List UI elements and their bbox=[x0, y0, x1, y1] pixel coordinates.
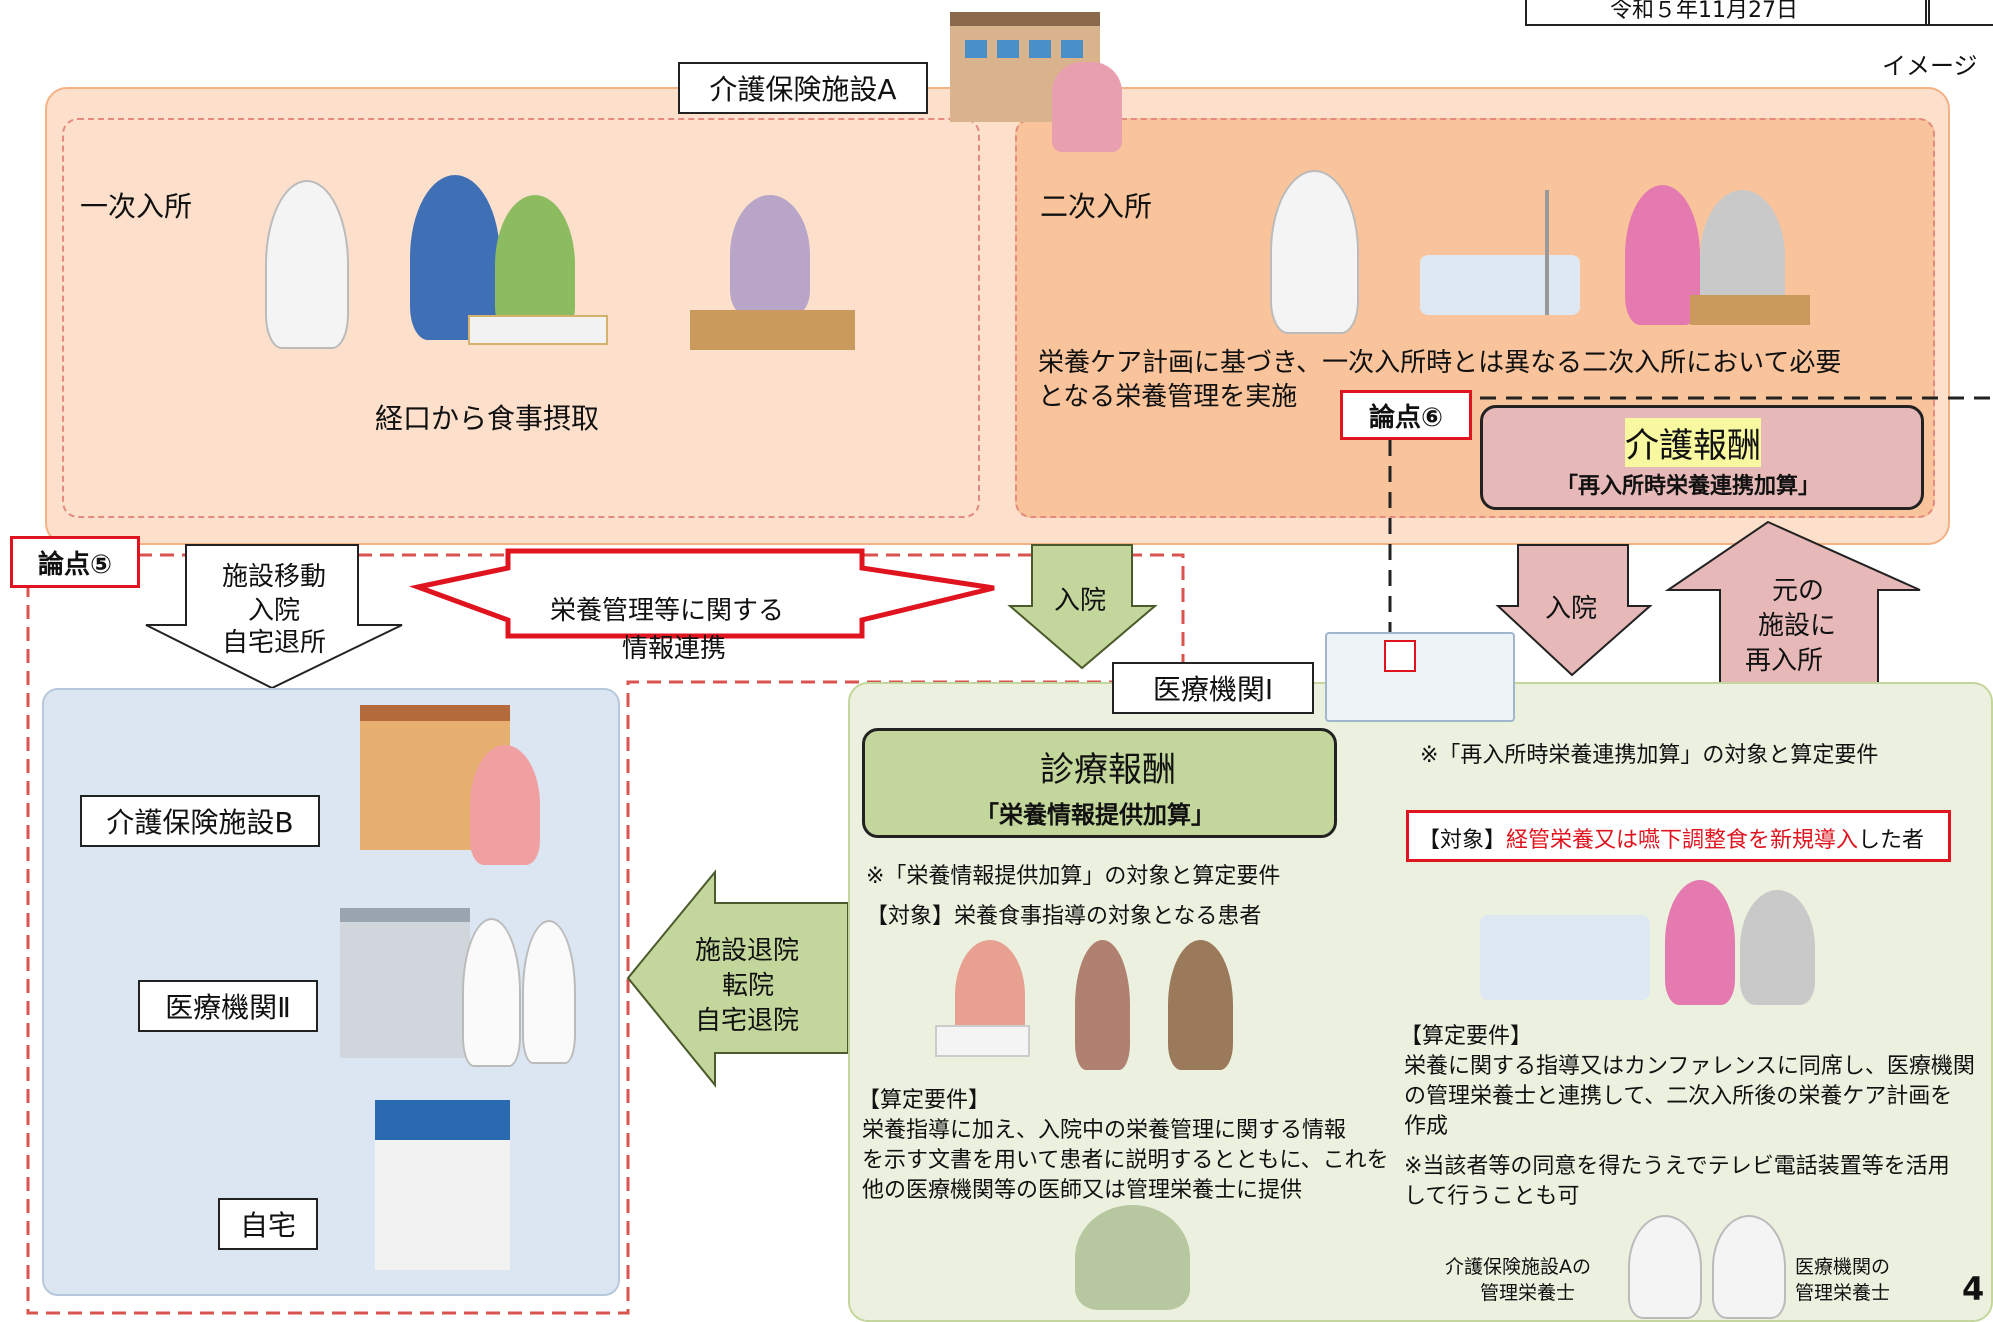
medical-note: ※「栄養情報提供加算」の対象と算定要件 bbox=[866, 864, 1281, 889]
info-line2: 情報連携 bbox=[622, 634, 727, 664]
doctor-male-icon bbox=[462, 918, 521, 1067]
second-admission-desc-2: となる栄養管理を実施 bbox=[1038, 382, 1298, 412]
date-text: 令和５年11月27日 bbox=[1610, 0, 1798, 23]
medical-1-title: 医療機関Ⅰ bbox=[1112, 662, 1314, 714]
first-admission-area bbox=[62, 118, 980, 518]
medical-req-2: を示す文書を用いて患者に説明するとともに、これを bbox=[862, 1148, 1389, 1173]
page-number: 4 bbox=[1962, 1270, 1985, 1308]
patient-elderly-man-icon bbox=[1168, 940, 1233, 1070]
window-row-icon bbox=[965, 40, 1085, 58]
readmission-req-1: 栄養に関する指導又はカンファレンスに同席し、医療機関 bbox=[1404, 1054, 1975, 1079]
move-line2: 入院 bbox=[248, 596, 301, 626]
dietitian-a-2: 管理栄養士 bbox=[1480, 1282, 1576, 1304]
readmission-note2-1: ※当該者等の同意を得たうえでテレビ電話装置等を活用 bbox=[1404, 1154, 1950, 1179]
caregiver-feeding-icon bbox=[410, 175, 500, 340]
readmit-line3: 再入所 bbox=[1745, 646, 1824, 676]
medical-fee-title: 診療報酬 bbox=[1040, 750, 1176, 790]
readmission-note2-2: して行うことも可 bbox=[1404, 1184, 1580, 1209]
care-fee-title: 介護報酬 bbox=[1625, 418, 1761, 467]
move-line1: 施設移動 bbox=[222, 562, 327, 592]
consultation-icon bbox=[1075, 1205, 1190, 1310]
hospital-bed-icon bbox=[1420, 255, 1580, 315]
readmission-req-title: 【算定要件】 bbox=[1400, 1024, 1533, 1049]
second-admission-label: 二次入所 bbox=[1040, 190, 1153, 223]
readmission-req-2: の管理栄養士と連携して、二次入所後の栄養ケア計画を bbox=[1404, 1084, 1953, 1109]
patient-elderly-icon bbox=[1075, 940, 1130, 1070]
clinic-building-icon bbox=[340, 908, 470, 1058]
dietitian-a-icon bbox=[1628, 1215, 1702, 1319]
hospital-icon bbox=[1325, 632, 1515, 722]
elderly-woman-meal-icon bbox=[730, 195, 810, 315]
dietitian-a-1: 介護保険施設Aの bbox=[1445, 1256, 1591, 1278]
elderly-patient-icon-2 bbox=[1740, 890, 1815, 1005]
admit-right-label: 入院 bbox=[1545, 594, 1598, 624]
medical-req-1: 栄養指導に加え、入院中の栄養管理に関する情報 bbox=[862, 1118, 1347, 1143]
move-line3: 自宅退所 bbox=[222, 628, 327, 658]
first-admission-caption: 経口から食事摂取 bbox=[375, 402, 600, 435]
date-box-cell bbox=[1925, 0, 1993, 26]
readmission-target-box bbox=[1406, 810, 1951, 862]
caregiver-icon-2 bbox=[1665, 880, 1735, 1005]
facility-b-label: 介護保険施設B bbox=[80, 795, 320, 847]
ronten6-label: 論点⑥ bbox=[1340, 390, 1472, 440]
discharge-line2: 転院 bbox=[722, 971, 775, 1001]
info-line1: 栄養管理等に関する bbox=[550, 596, 785, 626]
ronten5-label: 論点⑤ bbox=[10, 536, 140, 588]
iv-drip-icon bbox=[1545, 190, 1549, 315]
target-suffix: した者 bbox=[1858, 828, 1925, 853]
home-label: 自宅 bbox=[218, 1198, 318, 1250]
dietitian-m-1: 医療機関の bbox=[1795, 1256, 1891, 1278]
medical-2-label: 医療機関Ⅱ bbox=[138, 980, 318, 1032]
doctor-icon-2 bbox=[1270, 170, 1359, 334]
image-label: イメージ bbox=[1882, 52, 1978, 80]
meal-plate-icon bbox=[935, 1025, 1030, 1057]
elderly-eating-icon bbox=[495, 195, 575, 335]
bed-patient-icon bbox=[1480, 915, 1650, 1000]
discharge-line1: 施設退院 bbox=[695, 936, 800, 966]
medical-req-title: 【算定要件】 bbox=[858, 1088, 991, 1113]
facility-a-title: 介護保険施設A bbox=[678, 62, 928, 114]
meal-tray-icon bbox=[468, 315, 608, 345]
medical-fee-subtitle: 「栄養情報提供加算」 bbox=[975, 801, 1215, 829]
target-prefix: 【対象】 bbox=[1418, 828, 1507, 853]
medical-target: 【対象】栄養食事指導の対象となる患者 bbox=[866, 904, 1262, 929]
readmit-line2: 施設に bbox=[1758, 611, 1837, 641]
dietitian-m-2: 管理栄養士 bbox=[1795, 1282, 1891, 1304]
care-fee-subtitle: 「再入所時栄養連携加算」 bbox=[1556, 474, 1821, 499]
medical-req-3: 他の医療機関等の医師又は管理栄養士に提供 bbox=[862, 1178, 1303, 1203]
caregiver-icon bbox=[1625, 185, 1700, 325]
admit-left-label: 入院 bbox=[1054, 586, 1107, 616]
discharge-line3: 自宅退院 bbox=[695, 1006, 800, 1036]
doctor-icon bbox=[265, 180, 349, 349]
second-admission-desc-1: 栄養ケア計画に基づき、一次入所時とは異なる二次入所において必要 bbox=[1038, 348, 1842, 378]
target-red: 経管栄養又は嚥下調整食を新規導入 bbox=[1506, 828, 1859, 853]
table-icon bbox=[690, 310, 855, 350]
readmit-line1: 元の bbox=[1772, 576, 1825, 606]
meal-icon bbox=[1690, 295, 1810, 325]
doctor-female-icon bbox=[522, 920, 576, 1064]
hospital-cross-icon bbox=[1384, 640, 1416, 672]
dietitian-medical-icon bbox=[1712, 1215, 1786, 1319]
readmission-target: 【対象】経管栄養又は嚥下調整食を新規導入した者 bbox=[1418, 822, 1924, 854]
wheelchair-person-icon bbox=[1052, 62, 1122, 152]
medical-fee-box bbox=[862, 728, 1337, 838]
first-admission-label: 一次入所 bbox=[80, 190, 193, 223]
date-box bbox=[1525, 0, 1930, 26]
readmission-note: ※「再入所時栄養連携加算」の対象と算定要件 bbox=[1420, 743, 1879, 768]
readmission-req-3: 作成 bbox=[1404, 1114, 1449, 1139]
wheelchair-elderly-icon bbox=[470, 745, 540, 865]
house-icon bbox=[375, 1100, 510, 1270]
